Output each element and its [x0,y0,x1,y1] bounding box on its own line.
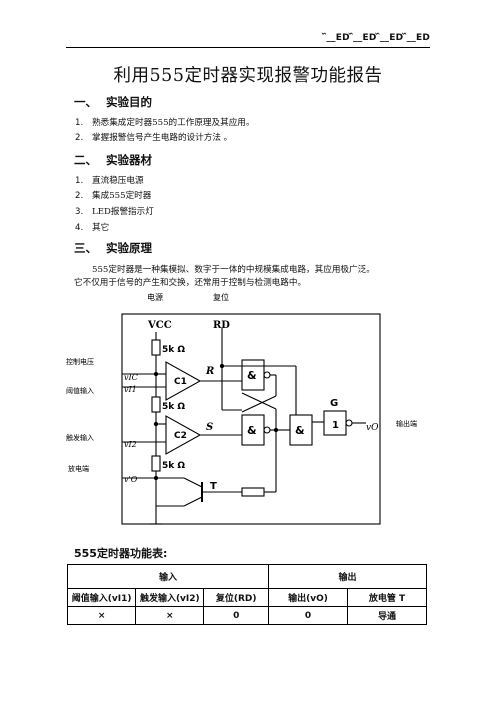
and-gate-1-symbol: & [247,369,257,382]
discharge-label: 放电端 [68,464,89,473]
reset-label: 复位 [213,292,229,302]
header-rule [66,47,430,48]
item-number: 1. [75,176,84,186]
r2-label: 5k Ω [162,402,185,412]
buffer-symbol: 1 [332,420,339,431]
table-group-row: 输入 输出 [66,564,427,589]
and-gate-3 [289,414,313,446]
section-number: 二、 [74,153,97,167]
equipment-item: 3. LED报警指示灯 [75,205,154,217]
s-output-label: S [206,422,213,433]
resistor-r2 [151,396,161,413]
r-output-label: R [205,366,214,377]
item-text: 集成555定时器 [92,191,152,201]
principle-line: 555定时器是一种集模拟、数字于一体的中规模集成电路，其应用极广泛。 [92,265,375,275]
equipment-item: 1. 直流稳压电源 [75,174,144,186]
inverter-bubble [263,371,271,379]
item-number: 3. [75,207,84,217]
trigger-input-label: 触发输入 [66,433,94,442]
item-number: 2. [75,133,84,143]
c2-label: C2 [174,431,187,441]
function-table: 输入 输出 阈值输入(vI1) 触发输入(vI2) 复位(RD) 输出(vO) … [66,564,428,625]
comparator-c2 [165,415,202,455]
output-group-header: 输出 [268,564,427,589]
c1-label: C1 [174,377,187,387]
item-number: 1. [75,118,84,128]
and-gate-2-symbol: & [247,424,257,437]
and-gate-3-symbol: & [295,424,305,437]
table-cell: 0 [203,606,270,625]
timer-555-diagram: 电源 复位 VCC RD 5k Ω 5k Ω 5k Ω C1 C2 R S & … [66,292,417,525]
item-text: 直流稳压电源 [92,176,144,186]
output-terminal-label: 输出端 [396,419,417,428]
rd-label: RD [213,320,230,331]
input-group-header: 输入 [66,564,270,589]
section-heading-equipment: 二、实验器材 [74,152,152,168]
vcc-label: VCC [147,320,172,331]
section-label: 实验器材 [106,153,152,167]
section-number: 三、 [74,241,97,255]
table-row: × × 0 0 导通 [66,606,428,625]
g-label: G [330,398,338,409]
report-title: 利用555定时器实现报警功能报告 [113,66,383,86]
equipment-item: 4. 其它 [75,221,109,233]
table-header-row: 阈值输入(vI1) 触发输入(vI2) 复位(RD) 输出(vO) 放电管 T [66,588,428,607]
table-cell: 0 [268,606,348,625]
inverter-bubble [345,419,353,427]
item-text: 掌握报警信号产生电路的设计方法 。 [92,133,233,143]
vic-label: vIC [124,373,138,382]
column-header: 输出(vO) [268,588,348,607]
item-number: 4. [75,223,84,233]
inverter-bubble [263,426,271,434]
resistor-r1 [151,339,161,356]
section-heading-principle: 三、实验原理 [74,240,152,256]
objective-item: 1. 熟悉集成定时器555的工作原理及其应用。 [75,116,255,128]
function-table-caption: 555定时器功能表: [74,547,168,560]
control-voltage-label: 控制电压 [66,357,94,366]
equipment-item: 2. 集成555定时器 [75,189,151,201]
objective-item: 2. 掌握报警信号产生电路的设计方法 。 [75,131,232,143]
item-text: LED报警指示灯 [92,207,154,217]
r1-label: 5k Ω [162,345,185,355]
item-number: 2. [75,191,84,201]
power-label: 电源 [147,292,163,302]
item-text: 熟悉集成定时器555的工作原理及其应用。 [92,118,255,128]
column-header: 触发输入(vI2) [135,588,205,607]
section-label: 实验原理 [106,241,152,255]
column-header: 放电管 T [346,588,428,607]
section-heading-objectives: 一、实验目的 [74,94,152,110]
column-header: 阈值输入(vI1) [66,588,137,607]
vi1-label: vI1 [124,385,137,394]
table-cell: × [66,606,137,625]
transistor-label: T [210,481,217,492]
comparator-c1 [165,361,202,401]
base-resistor [241,487,265,497]
vo-label: vO [366,423,379,433]
principle-paragraph: 555定时器是一种集模拟、数字于一体的中规模集成电路，其应用极广泛。 它不仅用于… [74,264,426,290]
page-header: ᷈__ED ᷈__ED ᷈__ED ᷈__ED [326,33,430,43]
principle-line: 它不仅用于信号的产生和交换，还常用于控制与检测电路中。 [74,278,307,288]
vi2-label: vI2 [124,440,137,449]
section-number: 一、 [74,95,97,109]
item-text: 其它 [92,223,110,233]
table-cell: × [135,606,205,625]
resistor-r3 [151,455,161,472]
section-label: 实验目的 [106,95,152,109]
chip-outline [121,313,381,525]
column-header: 复位(RD) [203,588,270,607]
vo-prime-label: v'O [124,475,138,484]
table-cell: 导通 [346,606,428,625]
r3-label: 5k Ω [162,461,185,471]
threshold-input-label: 阈值输入 [66,386,94,395]
